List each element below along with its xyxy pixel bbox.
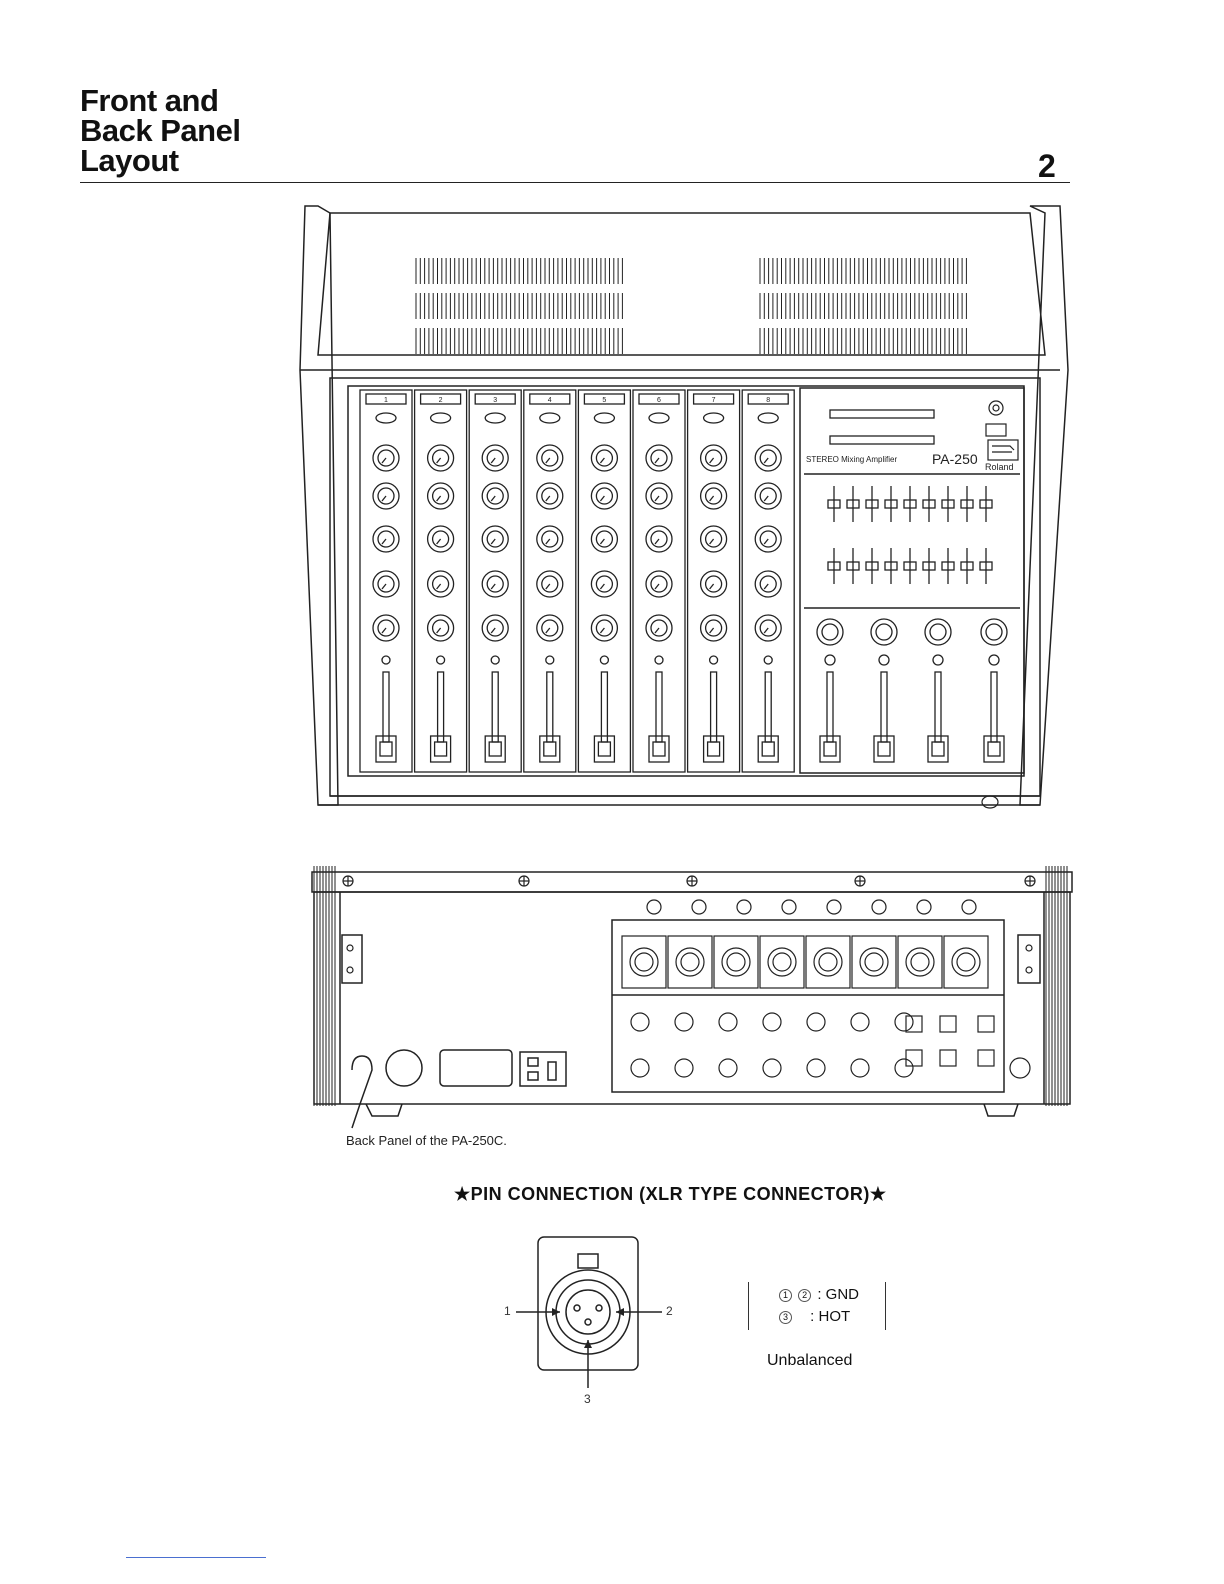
- pin-2-label: 2: [666, 1304, 673, 1318]
- legend-gnd-row: 1 2 : GND: [779, 1286, 859, 1303]
- pin-1-label: 1: [504, 1304, 511, 1318]
- legend-hot-text: : HOT: [810, 1308, 850, 1325]
- xlr-connector-diagram: [0, 0, 1224, 1420]
- legend-gnd-text: : GND: [817, 1286, 859, 1303]
- legend-pin-3: 3: [779, 1311, 792, 1324]
- legend-hot-row: 3 : HOT: [779, 1308, 850, 1325]
- pin-3-label: 3: [584, 1392, 591, 1406]
- footer-rule: [126, 1557, 266, 1558]
- legend-pin-2: 2: [798, 1289, 811, 1302]
- legend-pin-1: 1: [779, 1289, 792, 1302]
- pin-legend: 1 2 : GND 3 : HOT: [748, 1282, 886, 1330]
- unbalanced-note: Unbalanced: [767, 1352, 852, 1370]
